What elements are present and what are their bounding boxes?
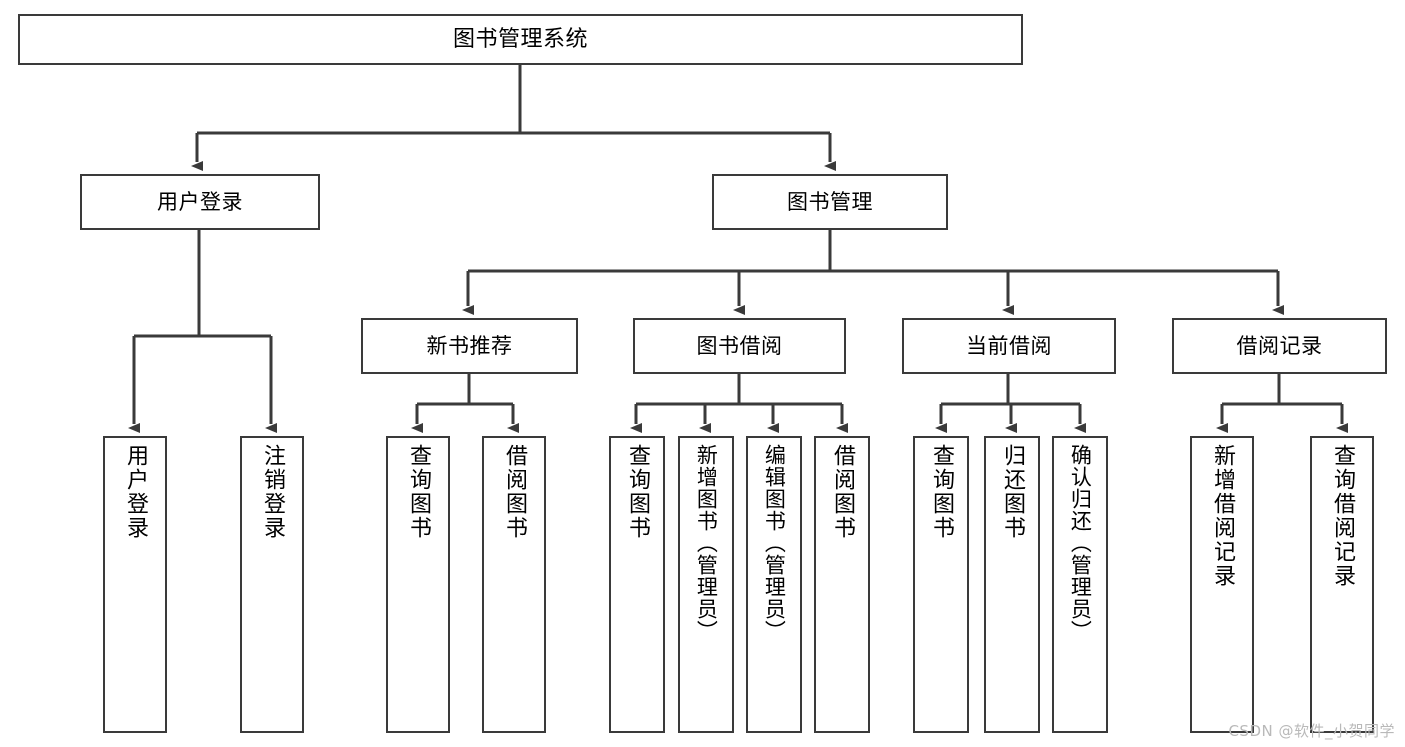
node-leaf-user-logout[interactable]: 注销登录 (240, 436, 304, 733)
node-label-leaf-query-book-borrow: 查询图书 (624, 444, 650, 540)
node-borrow-record[interactable]: 借阅记录 (1172, 318, 1387, 374)
node-label-leaf-borrow-book: 借阅图书 (829, 444, 855, 540)
node-new-book-recommend[interactable]: 新书推荐 (361, 318, 578, 374)
node-leaf-edit-book[interactable]: 编辑图书（管理员） (746, 436, 802, 733)
node-label-leaf-query-borrow-record: 查询借阅记录 (1329, 444, 1355, 588)
node-label-leaf-confirm-return: 确认归还（管理员） (1068, 444, 1093, 642)
node-label-user-login: 用户登录 (157, 189, 243, 214)
node-label-leaf-edit-book: 编辑图书（管理员） (762, 444, 787, 642)
node-leaf-user-login[interactable]: 用户登录 (103, 436, 167, 733)
node-label-leaf-add-borrow-record: 新增借阅记录 (1209, 444, 1235, 588)
node-book-manage[interactable]: 图书管理 (712, 174, 948, 230)
node-label-leaf-user-logout: 注销登录 (259, 444, 285, 540)
node-leaf-confirm-return[interactable]: 确认归还（管理员） (1052, 436, 1108, 733)
node-label-book-borrow: 图书借阅 (696, 333, 783, 358)
node-leaf-query-book-recommend[interactable]: 查询图书 (386, 436, 450, 733)
node-current-borrow[interactable]: 当前借阅 (902, 318, 1116, 374)
node-book-borrow[interactable]: 图书借阅 (633, 318, 846, 374)
node-leaf-query-book-borrow[interactable]: 查询图书 (609, 436, 665, 733)
node-leaf-return-book[interactable]: 归还图书 (984, 436, 1040, 733)
node-label-leaf-user-login: 用户登录 (122, 444, 148, 540)
node-label-current-borrow: 当前借阅 (966, 333, 1052, 358)
node-label-leaf-return-book: 归还图书 (999, 444, 1025, 540)
node-leaf-borrow-book-recommend[interactable]: 借阅图书 (482, 436, 546, 733)
node-label-leaf-add-book: 新增图书（管理员） (694, 444, 719, 642)
node-user-login[interactable]: 用户登录 (80, 174, 320, 230)
node-label-leaf-query-book-recommend: 查询图书 (405, 444, 431, 540)
node-label-leaf-borrow-book-recommend: 借阅图书 (501, 444, 527, 540)
node-leaf-query-book-current[interactable]: 查询图书 (913, 436, 969, 733)
node-label-root: 图书管理系统 (452, 26, 588, 52)
node-label-borrow-record: 借阅记录 (1236, 333, 1323, 358)
node-leaf-query-borrow-record[interactable]: 查询借阅记录 (1310, 436, 1374, 733)
node-label-new-book-recommend: 新书推荐 (426, 333, 513, 358)
node-leaf-add-book[interactable]: 新增图书（管理员） (678, 436, 734, 733)
watermark-text: CSDN @软件_小贺同学 (1228, 722, 1395, 740)
node-label-leaf-query-book-current: 查询图书 (928, 444, 954, 540)
node-leaf-add-borrow-record[interactable]: 新增借阅记录 (1190, 436, 1254, 733)
node-root[interactable]: 图书管理系统 (18, 14, 1023, 65)
node-leaf-borrow-book[interactable]: 借阅图书 (814, 436, 870, 733)
node-label-book-manage: 图书管理 (787, 189, 873, 214)
